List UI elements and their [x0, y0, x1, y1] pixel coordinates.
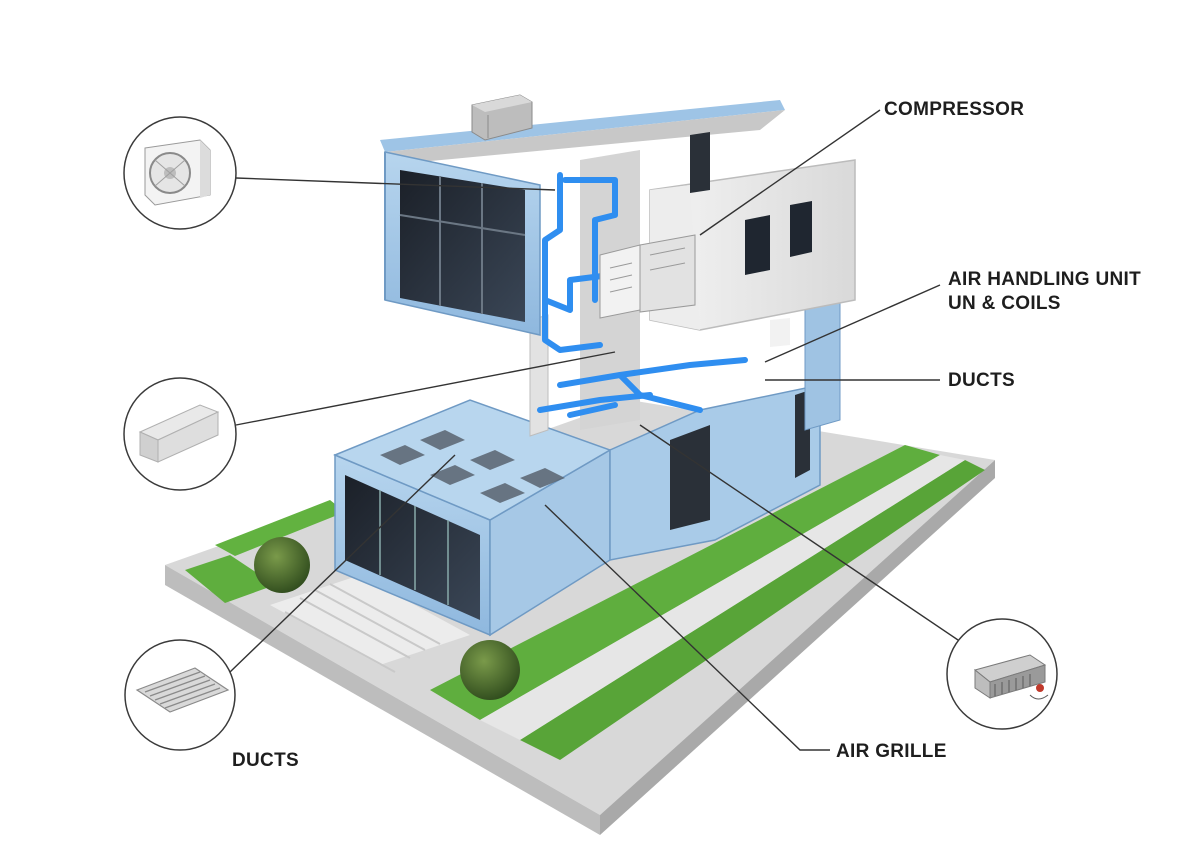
lawn [185, 445, 985, 760]
ducts-right-label: DUCTS [948, 370, 1015, 391]
air-handling-unit-label: AIR HANDLING UNIT UN & COILS [948, 268, 1141, 316]
ducts-left-label: DUCTS [232, 750, 299, 771]
duct-block-icon [123, 377, 237, 491]
outdoor-ac-unit-icon [123, 116, 237, 230]
rooftop-compressor [471, 94, 533, 141]
air-handling-unit-label-line2: UN & COILS [948, 292, 1061, 314]
air-handling-units [599, 234, 696, 319]
front-steps [270, 575, 470, 673]
air-handling-unit-label-line1: AIR HANDLING UNIT [948, 269, 1141, 290]
bushes [254, 537, 520, 700]
upper-glass-volume [380, 100, 785, 336]
air-handling-coil-icon [946, 618, 1058, 730]
air-grille-label: AIR GRILLE [836, 741, 947, 762]
leader-lines [229, 109, 959, 751]
compressor-label: COMPRESSOR [884, 99, 1025, 120]
vent-grille-icon [124, 639, 236, 751]
